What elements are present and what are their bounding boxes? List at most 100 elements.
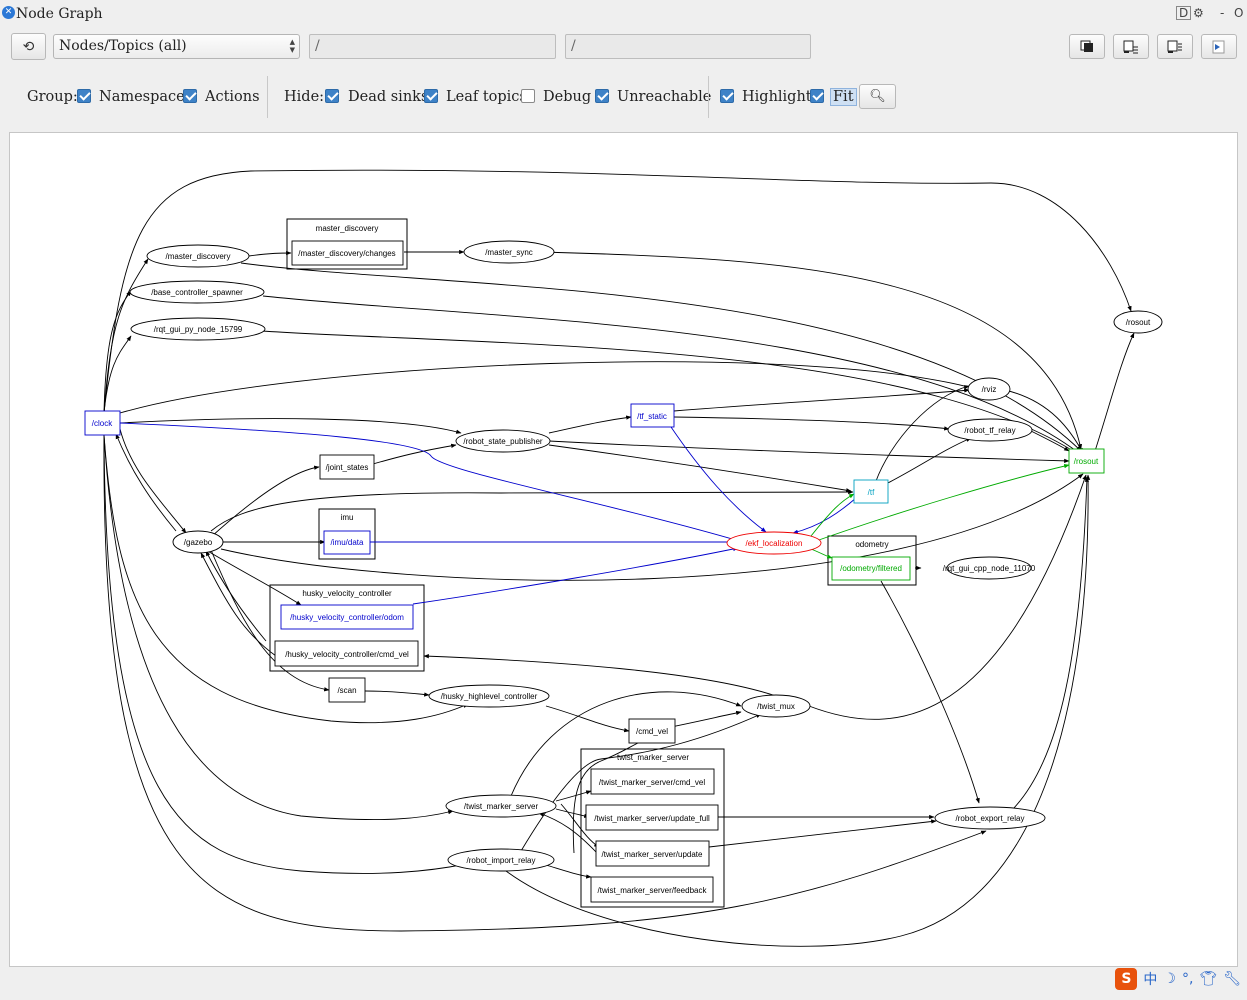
node-label: /master_discovery bbox=[166, 252, 231, 261]
topic-tms-update-full[interactable] bbox=[585, 804, 719, 831]
topic-label: /twist_marker_server/feedback bbox=[598, 886, 708, 895]
node-rqt-gui-cpp[interactable] bbox=[946, 556, 1032, 580]
leaf-topics-checkbox[interactable] bbox=[424, 89, 438, 103]
dead-sinks-checkbox[interactable] bbox=[325, 89, 339, 103]
moon-icon[interactable]: ☽ bbox=[1163, 971, 1176, 987]
node-label: /gazebo bbox=[184, 538, 213, 547]
title-bar: ✕ Node Graph D ⚙ - O bbox=[0, 0, 1247, 28]
combo-arrows-icon: ▲▼ bbox=[289, 38, 295, 54]
dock-button[interactable]: D bbox=[1176, 6, 1192, 20]
separator bbox=[708, 76, 709, 118]
save-image-button[interactable] bbox=[1157, 34, 1193, 59]
highlight-edges bbox=[119, 422, 857, 605]
cluster-label: husky_velocity_controller bbox=[302, 589, 392, 598]
topic-rosout[interactable] bbox=[1068, 448, 1105, 474]
cluster-twist-marker-server bbox=[580, 748, 725, 908]
topic-tf[interactable] bbox=[853, 479, 889, 504]
help-icon[interactable]: ⚙ bbox=[1193, 6, 1204, 20]
degree-icon[interactable]: °, bbox=[1181, 971, 1194, 987]
minimize-button[interactable]: - bbox=[1220, 6, 1225, 20]
actions-label[interactable]: Actions bbox=[205, 89, 260, 105]
debug-checkbox[interactable] bbox=[521, 89, 535, 103]
node-rosout[interactable] bbox=[1113, 310, 1163, 334]
topic-tms-update[interactable] bbox=[595, 840, 710, 867]
topic-odometry-filtered[interactable] bbox=[831, 556, 911, 581]
node-robot-export-relay[interactable] bbox=[934, 806, 1046, 830]
topic-scan[interactable] bbox=[328, 677, 366, 703]
graph-svg: master_discovery imu husky_velocity_cont… bbox=[84, 169, 1163, 947]
node-base-controller-spawner[interactable] bbox=[129, 280, 265, 304]
node-robot-import-relay[interactable] bbox=[447, 848, 555, 872]
namespaces-checkbox[interactable] bbox=[77, 89, 91, 103]
dead-sinks-label[interactable]: Dead sinks bbox=[348, 89, 429, 105]
options-row: Group: Namespaces Actions Hide: Dead sin… bbox=[0, 88, 1247, 108]
cluster-husky-velocity-controller bbox=[269, 584, 425, 672]
node-ekf-localization[interactable] bbox=[726, 531, 822, 555]
debug-label[interactable]: Debug bbox=[543, 89, 592, 105]
node-label: /twist_mux bbox=[757, 702, 795, 711]
topic-label: /tf bbox=[868, 488, 875, 497]
cluster-label: master_discovery bbox=[316, 224, 379, 233]
topic-joint-states[interactable] bbox=[319, 454, 375, 480]
node-rqt-gui-py[interactable] bbox=[130, 317, 266, 341]
hide-label: Hide: bbox=[284, 89, 325, 105]
topic-filter-input[interactable]: / bbox=[565, 34, 811, 59]
node-master-sync[interactable] bbox=[463, 240, 555, 264]
cluster-master-discovery bbox=[286, 218, 408, 270]
fit-view-icon bbox=[1080, 40, 1093, 52]
topic-husky-odom[interactable] bbox=[280, 604, 414, 630]
topic-tms-feedback[interactable] bbox=[590, 876, 714, 903]
close-button[interactable]: O bbox=[1234, 6, 1244, 20]
screenshot-button[interactable] bbox=[1201, 34, 1237, 59]
cluster-label: twist_marker_server bbox=[617, 753, 689, 762]
leaf-topics-label[interactable]: Leaf topics bbox=[446, 89, 527, 105]
topic-cmd-vel[interactable] bbox=[628, 718, 676, 744]
status-bar bbox=[0, 970, 1247, 1000]
shirt-icon[interactable]: 👕︎ bbox=[1199, 971, 1218, 987]
topic-tms-cmd-vel[interactable] bbox=[590, 768, 715, 795]
actions-checkbox[interactable] bbox=[183, 89, 197, 103]
node-twist-marker-server[interactable] bbox=[445, 794, 557, 818]
highlight-checkbox[interactable] bbox=[720, 89, 734, 103]
save-image-icon bbox=[1167, 40, 1182, 53]
separator bbox=[267, 76, 268, 118]
namespaces-label[interactable]: Namespaces bbox=[99, 89, 193, 105]
graph-edges bbox=[103, 169, 1135, 947]
node-husky-highlevel-controller[interactable] bbox=[428, 684, 550, 708]
fit-checkbox[interactable] bbox=[810, 89, 824, 103]
node-master-discovery[interactable] bbox=[146, 244, 250, 268]
topic-label: /twist_marker_server/cmd_vel bbox=[599, 778, 705, 787]
zoom-button[interactable]: 🔍︎ bbox=[859, 84, 896, 109]
node-label: /rqt_gui_py_node_15799 bbox=[154, 325, 243, 334]
screenshot-icon bbox=[1212, 40, 1225, 53]
view-mode-value: Nodes/Topics (all) bbox=[59, 38, 187, 54]
node-robot-tf-relay[interactable] bbox=[947, 418, 1033, 442]
fit-view-button[interactable] bbox=[1069, 34, 1105, 59]
unreachable-checkbox[interactable] bbox=[595, 89, 609, 103]
topic-tf-static[interactable] bbox=[630, 403, 675, 428]
wrench-icon[interactable]: 🔧︎ bbox=[1223, 971, 1241, 987]
node-label: /twist_marker_server bbox=[464, 802, 539, 811]
node-label: /robot_import_relay bbox=[467, 856, 536, 865]
highlight-label[interactable]: Highlight bbox=[742, 89, 812, 105]
unreachable-label[interactable]: Unreachable bbox=[617, 89, 712, 105]
topic-imu-data[interactable] bbox=[323, 530, 371, 555]
ime-tray: S 中 ☽ °, 👕︎ 🔧︎ bbox=[1115, 966, 1241, 992]
node-twist-mux[interactable] bbox=[741, 694, 811, 718]
node-gazebo[interactable] bbox=[172, 530, 224, 554]
topic-clock[interactable] bbox=[84, 410, 121, 436]
fit-label[interactable]: Fit bbox=[830, 88, 857, 106]
topic-husky-cmd-vel[interactable] bbox=[274, 640, 419, 667]
ime-logo-icon[interactable]: S bbox=[1115, 968, 1138, 990]
node-rviz[interactable] bbox=[967, 377, 1011, 401]
ime-language[interactable]: 中 bbox=[1143, 972, 1158, 988]
node-label: /rosout bbox=[1126, 318, 1151, 327]
node-label: /husky_highlevel_controller bbox=[441, 692, 538, 701]
graph-canvas[interactable]: master_discovery imu husky_velocity_cont… bbox=[9, 132, 1238, 967]
node-filter-input[interactable]: / bbox=[309, 34, 556, 59]
save-dot-button[interactable] bbox=[1113, 34, 1149, 59]
refresh-button[interactable]: ⟲ bbox=[11, 33, 46, 60]
topic-master-discovery-changes[interactable] bbox=[291, 240, 404, 266]
node-robot-state-publisher[interactable] bbox=[455, 429, 551, 453]
view-mode-select[interactable]: Nodes/Topics (all) ▲▼ bbox=[53, 34, 300, 59]
